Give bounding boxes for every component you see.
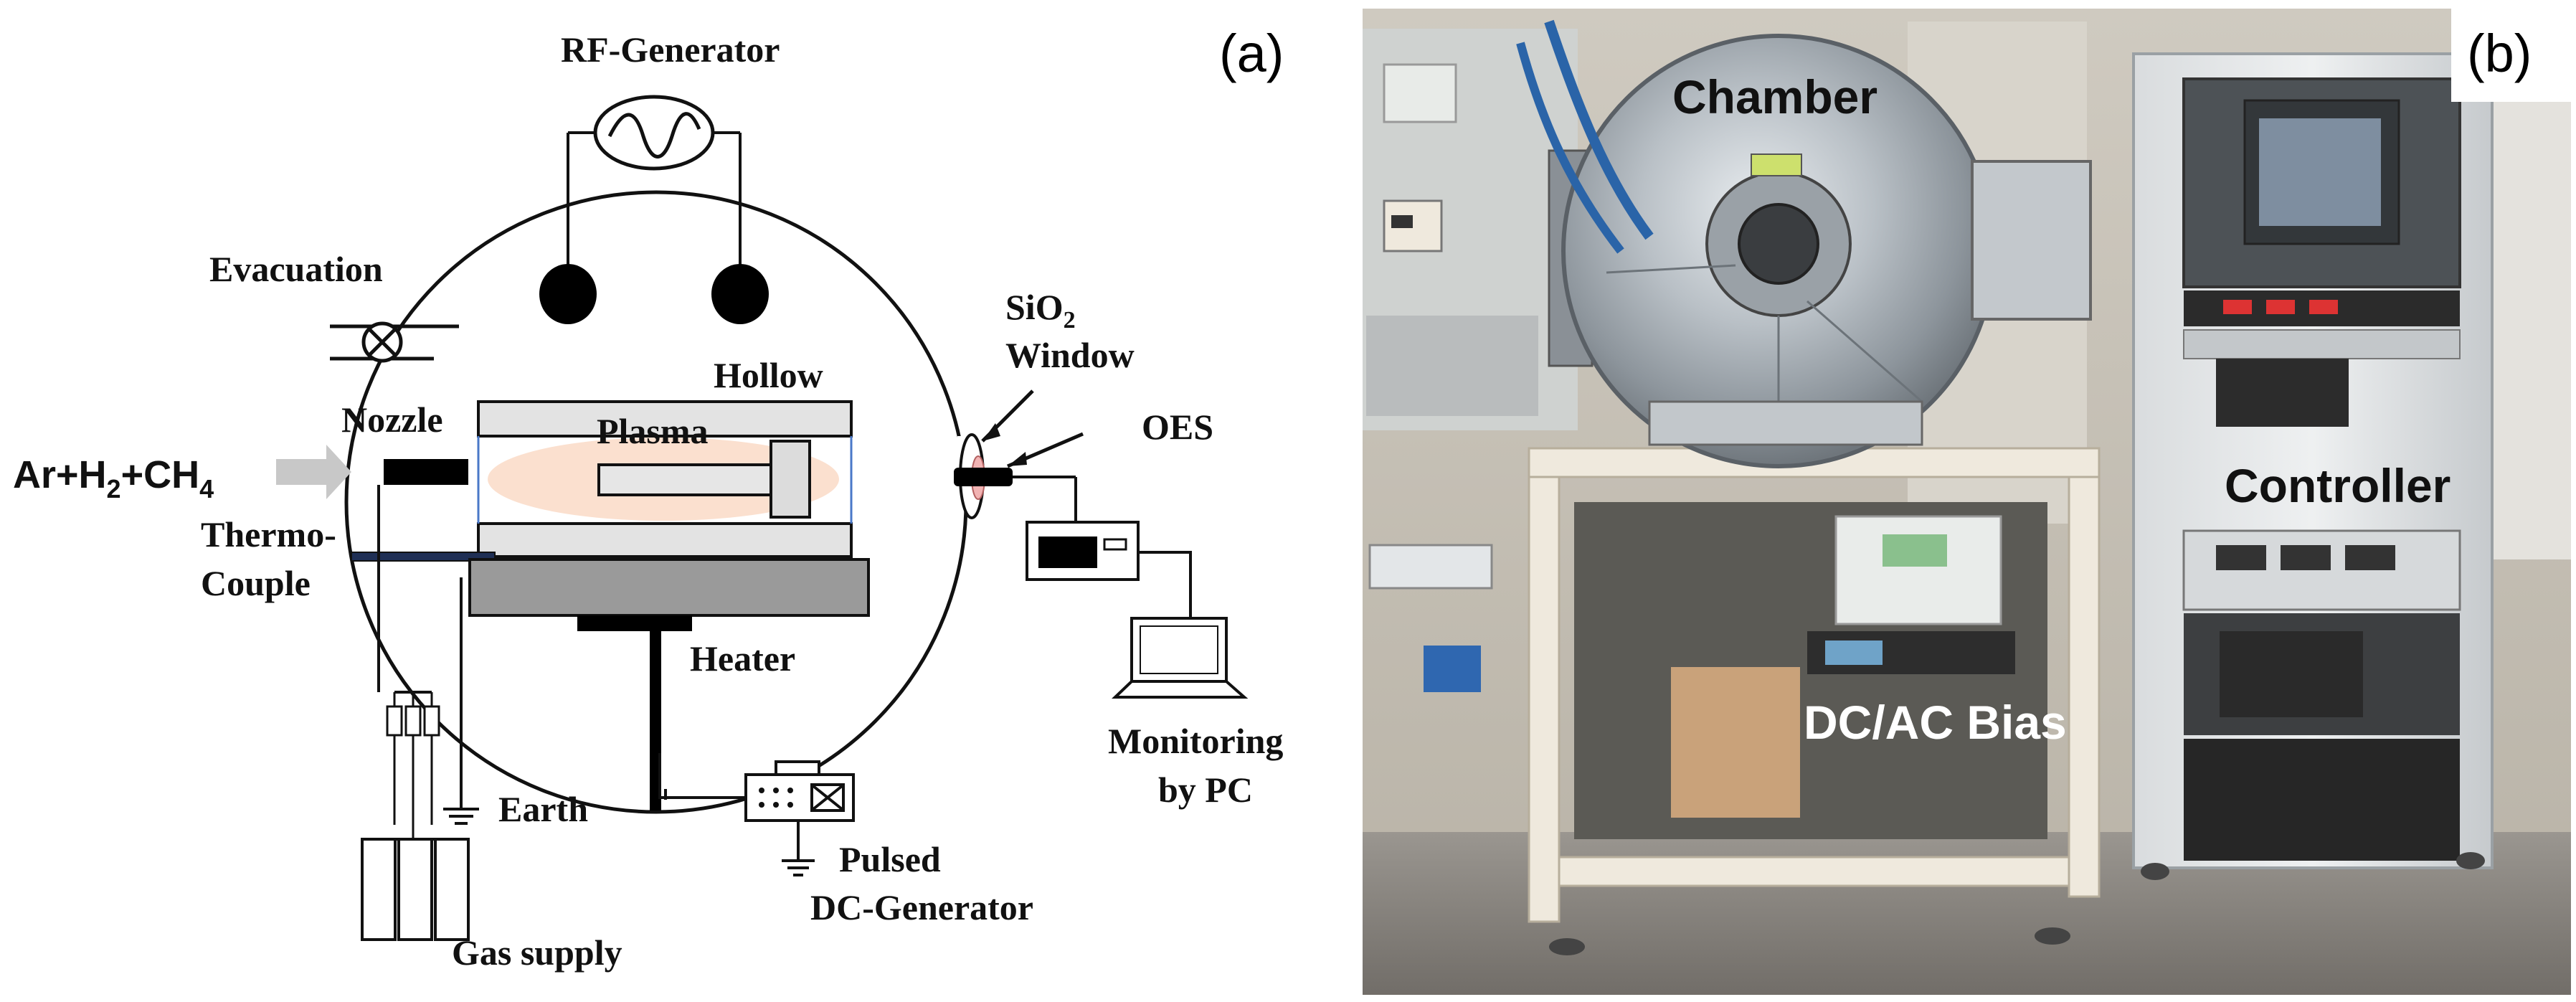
label-controller: Controller xyxy=(2225,459,2450,512)
photo-rack-left xyxy=(1366,316,1538,416)
earth-ground-symbol xyxy=(443,577,479,825)
label-hollow: Hollow xyxy=(714,355,823,395)
gas-inlet-arrow xyxy=(276,445,351,499)
oes-probe xyxy=(954,432,1084,524)
label-by-pc: by PC xyxy=(1158,770,1253,810)
label-pulsed: Pulsed xyxy=(839,839,941,879)
photo-wall-far-right xyxy=(2489,43,2571,559)
label-plasma: Plasma xyxy=(597,411,709,451)
gas-nozzle xyxy=(384,459,468,485)
rf-electrode-right xyxy=(711,264,769,324)
substrate-head xyxy=(770,440,811,519)
label-oes: OES xyxy=(1142,407,1213,447)
label-gas-formula: Ar+H2+CH4 xyxy=(13,453,214,504)
monitoring-laptop xyxy=(1112,617,1249,699)
photo-poster xyxy=(1383,63,1457,123)
label-sio2: SiO2 xyxy=(1005,287,1076,334)
panel-b-photo: Chamber Controller DC/AC Bias (b) xyxy=(1363,9,2571,995)
photo-touch-screen xyxy=(2259,118,2381,226)
label-chamber: Chamber xyxy=(1672,70,1877,123)
photo-cardboard-box xyxy=(1671,667,1800,818)
label-dc-generator: DC-Generator xyxy=(810,887,1033,927)
gas-supply-bottles xyxy=(361,485,470,941)
label-thermo: Thermo- xyxy=(201,514,336,554)
photo-blue-box xyxy=(1424,646,1481,692)
label-earth: Earth xyxy=(498,789,588,829)
photo-side-box xyxy=(1971,160,2092,321)
hollow-bottom-plate xyxy=(477,522,853,558)
rf-electrode-left xyxy=(539,264,597,324)
label-monitoring: Monitoring xyxy=(1108,721,1283,761)
label-heater: Heater xyxy=(690,638,795,679)
label-couple: Couple xyxy=(201,563,311,603)
thermocouple-probe xyxy=(351,552,496,562)
panel-a-schematic: (a) RF-Generator Evacuation xyxy=(13,24,1284,973)
hollow-top-plate xyxy=(477,400,853,438)
panel-b-letter: (b) xyxy=(2467,24,2532,83)
rf-generator-symbol xyxy=(539,95,769,324)
photo-bias-unit xyxy=(1834,515,2002,625)
photo-panel-unit xyxy=(2216,359,2349,427)
heater-block xyxy=(468,558,870,617)
heater-mount xyxy=(577,615,692,631)
label-window: Window xyxy=(1005,335,1135,375)
label-nozzle: Nozzle xyxy=(341,400,443,440)
photo-controller-cabinet xyxy=(2132,52,2494,880)
photo-instrument-left xyxy=(1368,544,1493,590)
panel-b-letter-box xyxy=(2451,9,2571,102)
pulsed-dc-generator-symbol xyxy=(658,753,855,876)
label-rf-generator: RF-Generator xyxy=(561,29,780,70)
substrate-rod xyxy=(597,463,772,496)
label-dc-ac-bias: DC/AC Bias xyxy=(1804,696,2067,749)
photo-vacuum-chamber xyxy=(1516,19,2092,468)
spectrometer-box xyxy=(1026,521,1192,617)
evacuation-valve xyxy=(330,321,459,363)
label-evacuation: Evacuation xyxy=(209,249,383,289)
label-gas-supply: Gas supply xyxy=(452,932,622,973)
panel-a-letter: (a) xyxy=(1219,24,1284,83)
sio2-window xyxy=(959,389,1034,519)
